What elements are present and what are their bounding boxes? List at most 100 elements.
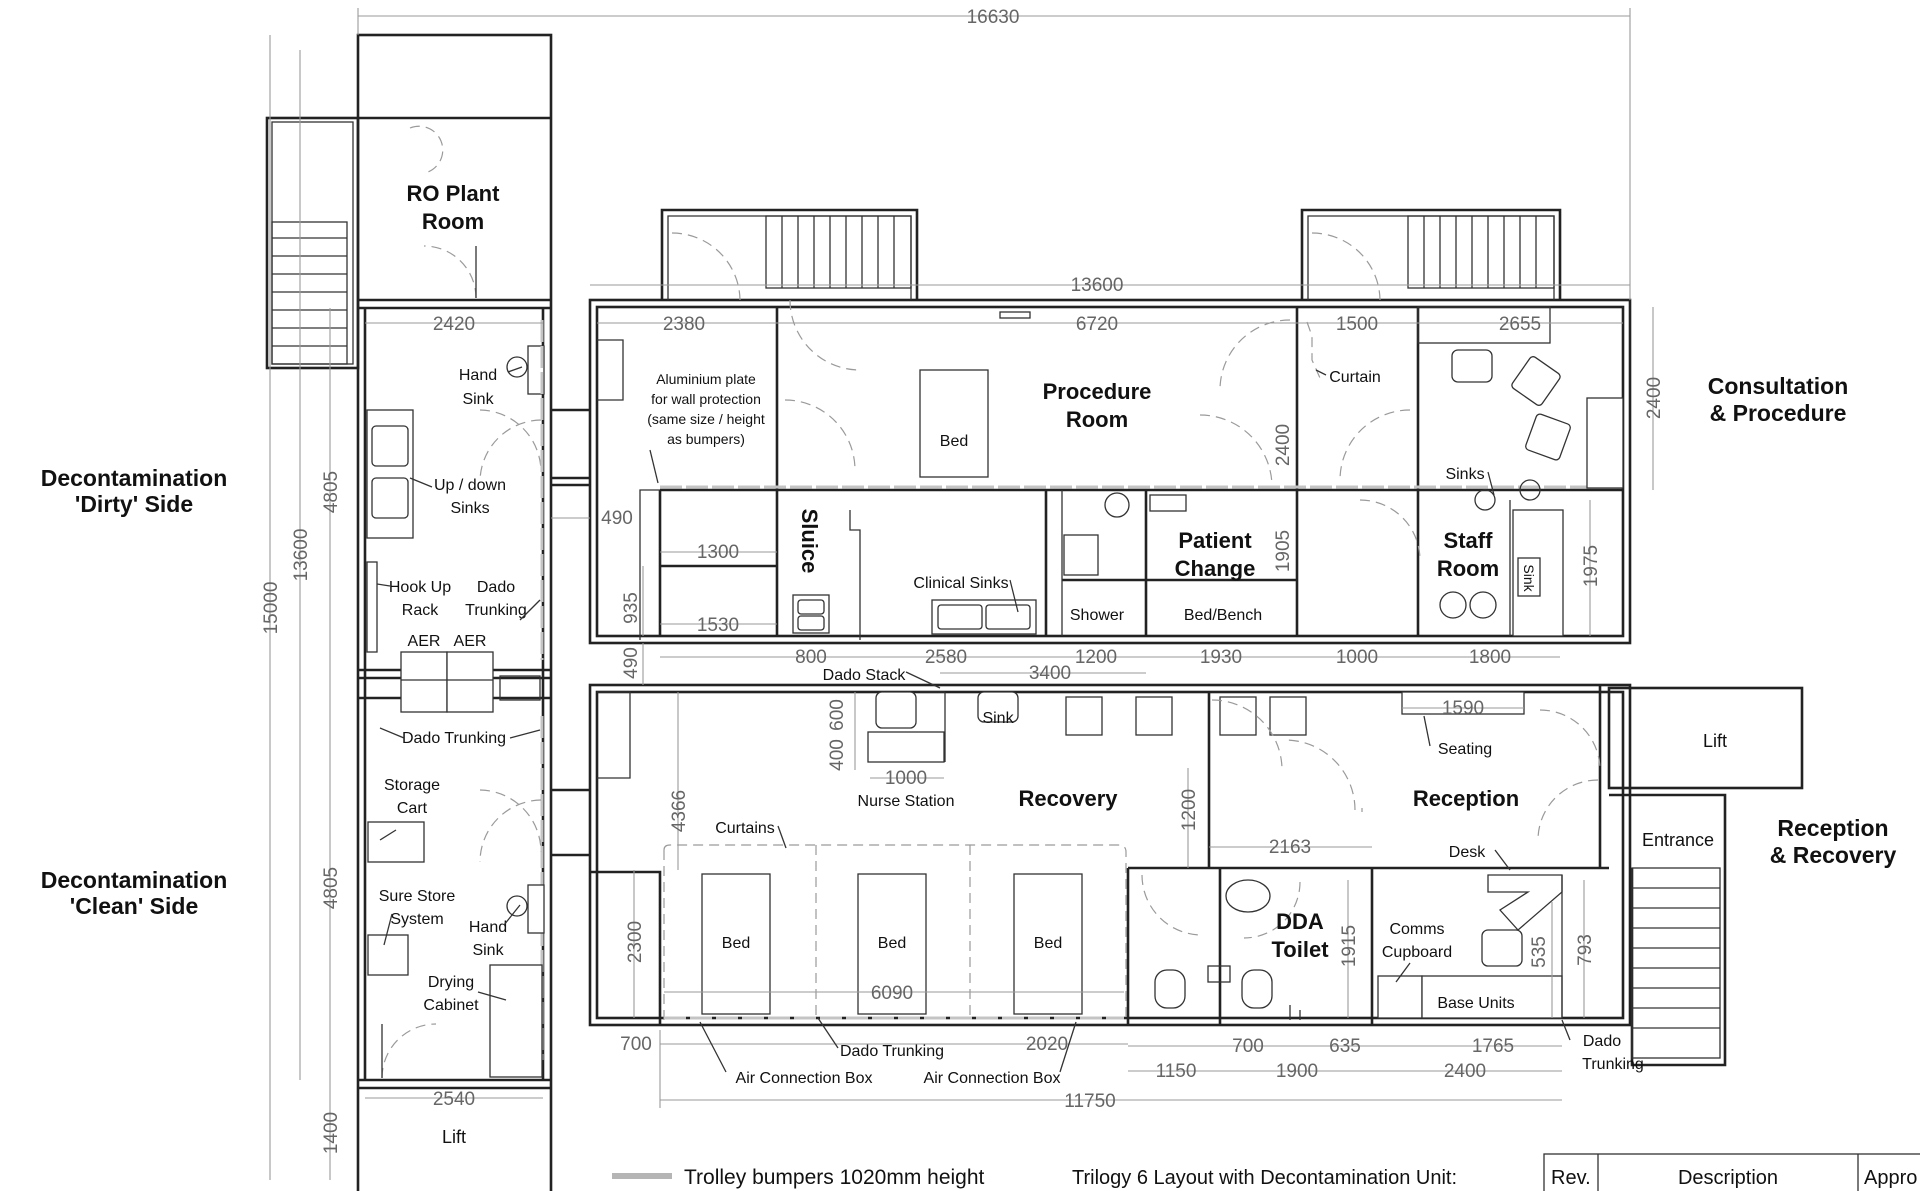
dim-main-width: 13600 [1071, 275, 1124, 296]
svg-text:Room: Room [1066, 407, 1128, 432]
main-building [588, 208, 1804, 1067]
recovery-bed-1 [701, 873, 771, 1015]
recovery-bed-3 [1013, 873, 1083, 1015]
aer-unit-1 [400, 651, 448, 713]
svg-text:Sink: Sink [472, 942, 504, 959]
recovery-chair-2 [1135, 696, 1173, 736]
label-recovery-sink: Sink [982, 710, 1014, 727]
label-sinks-staff: Sinks [1445, 466, 1484, 483]
dim-935: 935 [621, 592, 642, 624]
svg-text:(same size / height: (same size / height [647, 411, 765, 427]
leader-lines [376, 366, 1571, 1073]
room-sluice: Sluice [797, 509, 822, 574]
clinical-sinks [931, 599, 1037, 635]
stairs-left [265, 116, 360, 370]
dim-490-lower: 490 [621, 647, 642, 679]
dim-decon-height: 13600 [291, 529, 312, 582]
label-air-box-1: Air Connection Box [736, 1070, 873, 1087]
label-dado-trunking-recovery: Dado Trunking [840, 1043, 944, 1060]
dim-1200-b: 1200 [1179, 789, 1200, 831]
label-dado-trunking-right: Dado [1583, 1033, 1621, 1050]
dim-3400: 3400 [1029, 663, 1071, 684]
dim-2400-change: 2400 [1273, 424, 1294, 466]
shower-wc [1063, 534, 1099, 576]
nurse-chair [875, 691, 917, 729]
room-procedure: Procedure [1043, 379, 1152, 404]
nurse-station-desk [867, 731, 945, 763]
upper-section [588, 298, 1632, 645]
room-staff: Staff [1444, 528, 1494, 553]
dim-overall-width: 16630 [967, 7, 1020, 28]
label-nurse-station: Nurse Station [858, 793, 955, 810]
dim-2020: 2020 [1026, 1034, 1068, 1055]
hook-up-rack [366, 561, 378, 653]
label-drying-cabinet: Drying [428, 974, 474, 991]
dim-dirty-height: 4805 [321, 471, 342, 513]
zone-reception-recovery: Reception [1777, 815, 1888, 841]
label-hook-up-rack: Hook Up [389, 579, 451, 596]
dim-1000-b: 1000 [885, 768, 927, 789]
svg-text:Sink: Sink [462, 391, 494, 408]
svg-text:Room: Room [422, 209, 484, 234]
aer-unit-2 [446, 651, 494, 713]
title-block: Trilogy 6 Layout with Decontamination Un… [1072, 1153, 1920, 1191]
dim-1530: 1530 [697, 615, 739, 636]
label-bed-3: Bed [1034, 935, 1062, 952]
label-desk: Desk [1449, 844, 1486, 861]
svg-text:'Clean' Side: 'Clean' Side [70, 893, 199, 919]
dim-6090: 6090 [871, 983, 913, 1004]
dim-4366: 4366 [669, 790, 690, 832]
room-dda-toilet: DDA [1276, 909, 1324, 934]
dim-600: 600 [827, 699, 848, 731]
legend: Trolley bumpers 1020mm height [612, 1166, 985, 1189]
stairs-top-right [1300, 208, 1562, 301]
svg-text:Cart: Cart [397, 800, 428, 817]
label-dado-trunking-mid: Dado Trunking [402, 730, 506, 747]
svg-text:'Dirty' Side: 'Dirty' Side [75, 491, 193, 517]
dim-1765: 1765 [1472, 1036, 1514, 1057]
label-clinical-sinks: Clinical Sinks [913, 575, 1008, 592]
fixture-labels: Hand Sink Up / down Sinks Hook Up Rack D… [379, 367, 1714, 1087]
label-air-box-2: Air Connection Box [924, 1070, 1061, 1087]
svg-text:Rack: Rack [402, 602, 439, 619]
room-ro-plant: RO Plant [407, 181, 501, 206]
dim-11750: 11750 [1064, 1091, 1115, 1112]
dim-1000-a: 1000 [1336, 647, 1378, 668]
room-recovery: Recovery [1018, 786, 1118, 811]
staff-sink-unit [1512, 509, 1564, 637]
room-patient-change: Patient [1178, 528, 1252, 553]
comms-cupboard [1377, 975, 1423, 1019]
dim-400: 400 [827, 739, 848, 771]
title-block-description: Description [1678, 1167, 1778, 1189]
svg-text:Room: Room [1437, 556, 1499, 581]
zone-dirty-side: Decontamination [41, 465, 228, 491]
room-lift-bottom: Lift [442, 1127, 466, 1147]
label-sink-staff-vertical: Sink [1521, 564, 1537, 592]
label-sure-store: Sure Store [379, 888, 456, 905]
zone-clean-side: Decontamination [41, 867, 228, 893]
base-units [1421, 975, 1563, 1019]
recovery-chair-1 [1065, 696, 1103, 736]
label-base-units: Base Units [1437, 995, 1514, 1012]
label-dado-stack: Dado Stack [823, 667, 907, 684]
recovery-chair-4 [1269, 696, 1307, 736]
dim-lift-height: 1400 [321, 1112, 342, 1154]
dim-bottom-width: 2540 [433, 1089, 475, 1110]
svg-text:Change: Change [1175, 556, 1256, 581]
label-hand-sink-top: Hand [459, 367, 497, 384]
label-storage-cart: Storage [384, 777, 440, 794]
label-entrance: Entrance [1642, 830, 1714, 850]
wc-1 [1154, 969, 1186, 1009]
room-reception: Reception [1413, 786, 1519, 811]
label-aer-2: AER [454, 633, 487, 650]
procedure-bed [919, 369, 989, 478]
hand-sink-bottom [527, 884, 545, 934]
label-up-down-sinks: Up / down [434, 477, 506, 494]
label-dado-trunking-top: Dado [477, 579, 515, 596]
dim-535: 535 [1529, 936, 1550, 968]
svg-text:& Recovery: & Recovery [1770, 842, 1897, 868]
hand-sink-top [527, 345, 545, 395]
label-hand-sink-bottom: Hand [469, 919, 507, 936]
title-block-rev: Rev. [1551, 1167, 1591, 1189]
